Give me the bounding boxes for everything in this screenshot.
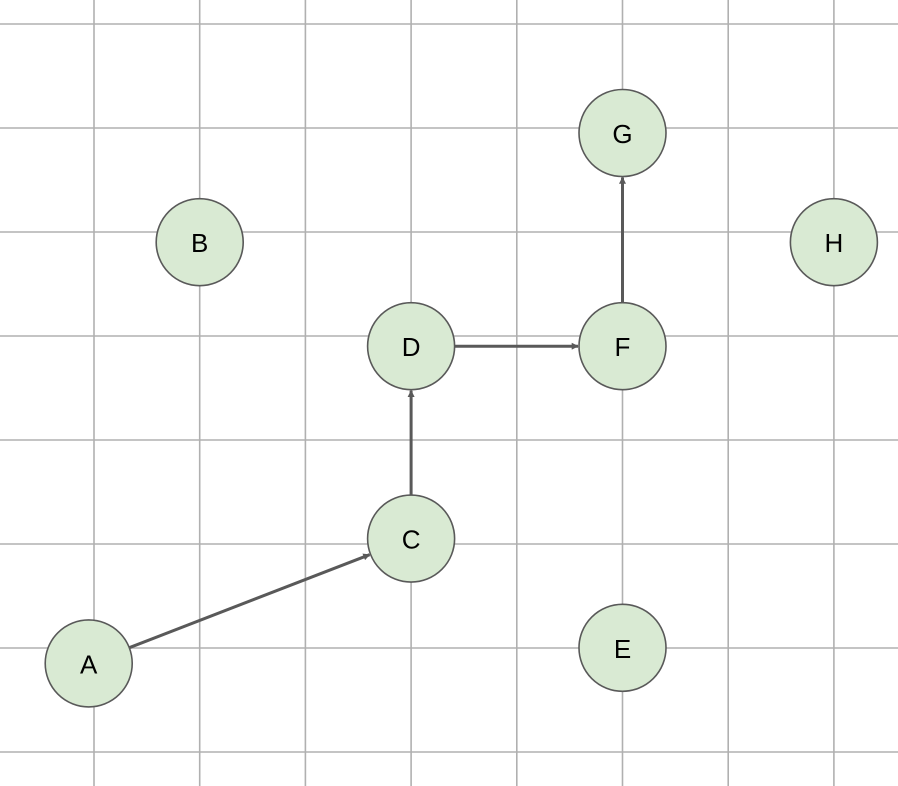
- node-circle: [578, 301, 667, 391]
- edge-a-to-c: [128, 553, 371, 650]
- node-circle: [366, 494, 456, 583]
- node-label: E: [614, 634, 631, 664]
- node-e[interactable]: E: [578, 603, 667, 693]
- node-circle: [578, 88, 667, 178]
- node-label: A: [80, 649, 98, 679]
- node-circle: [789, 197, 879, 287]
- node-c[interactable]: C: [366, 494, 456, 583]
- node-circle: [155, 197, 244, 287]
- node-a[interactable]: A: [44, 619, 134, 708]
- nodes: A B C D E F G H: [44, 88, 879, 708]
- node-label: F: [615, 332, 631, 362]
- node-b[interactable]: B: [155, 197, 244, 287]
- node-circle: [578, 603, 667, 693]
- edges: [128, 176, 626, 650]
- node-g[interactable]: G: [578, 88, 667, 178]
- node-label: B: [191, 228, 208, 258]
- node-label: H: [825, 228, 844, 258]
- node-d[interactable]: D: [366, 301, 456, 391]
- node-h[interactable]: H: [789, 197, 879, 287]
- node-circle: [366, 301, 456, 391]
- node-label: C: [402, 525, 421, 555]
- node-label: D: [402, 332, 421, 362]
- node-label: G: [612, 119, 632, 149]
- node-circle: [44, 619, 134, 708]
- node-f[interactable]: F: [578, 301, 667, 391]
